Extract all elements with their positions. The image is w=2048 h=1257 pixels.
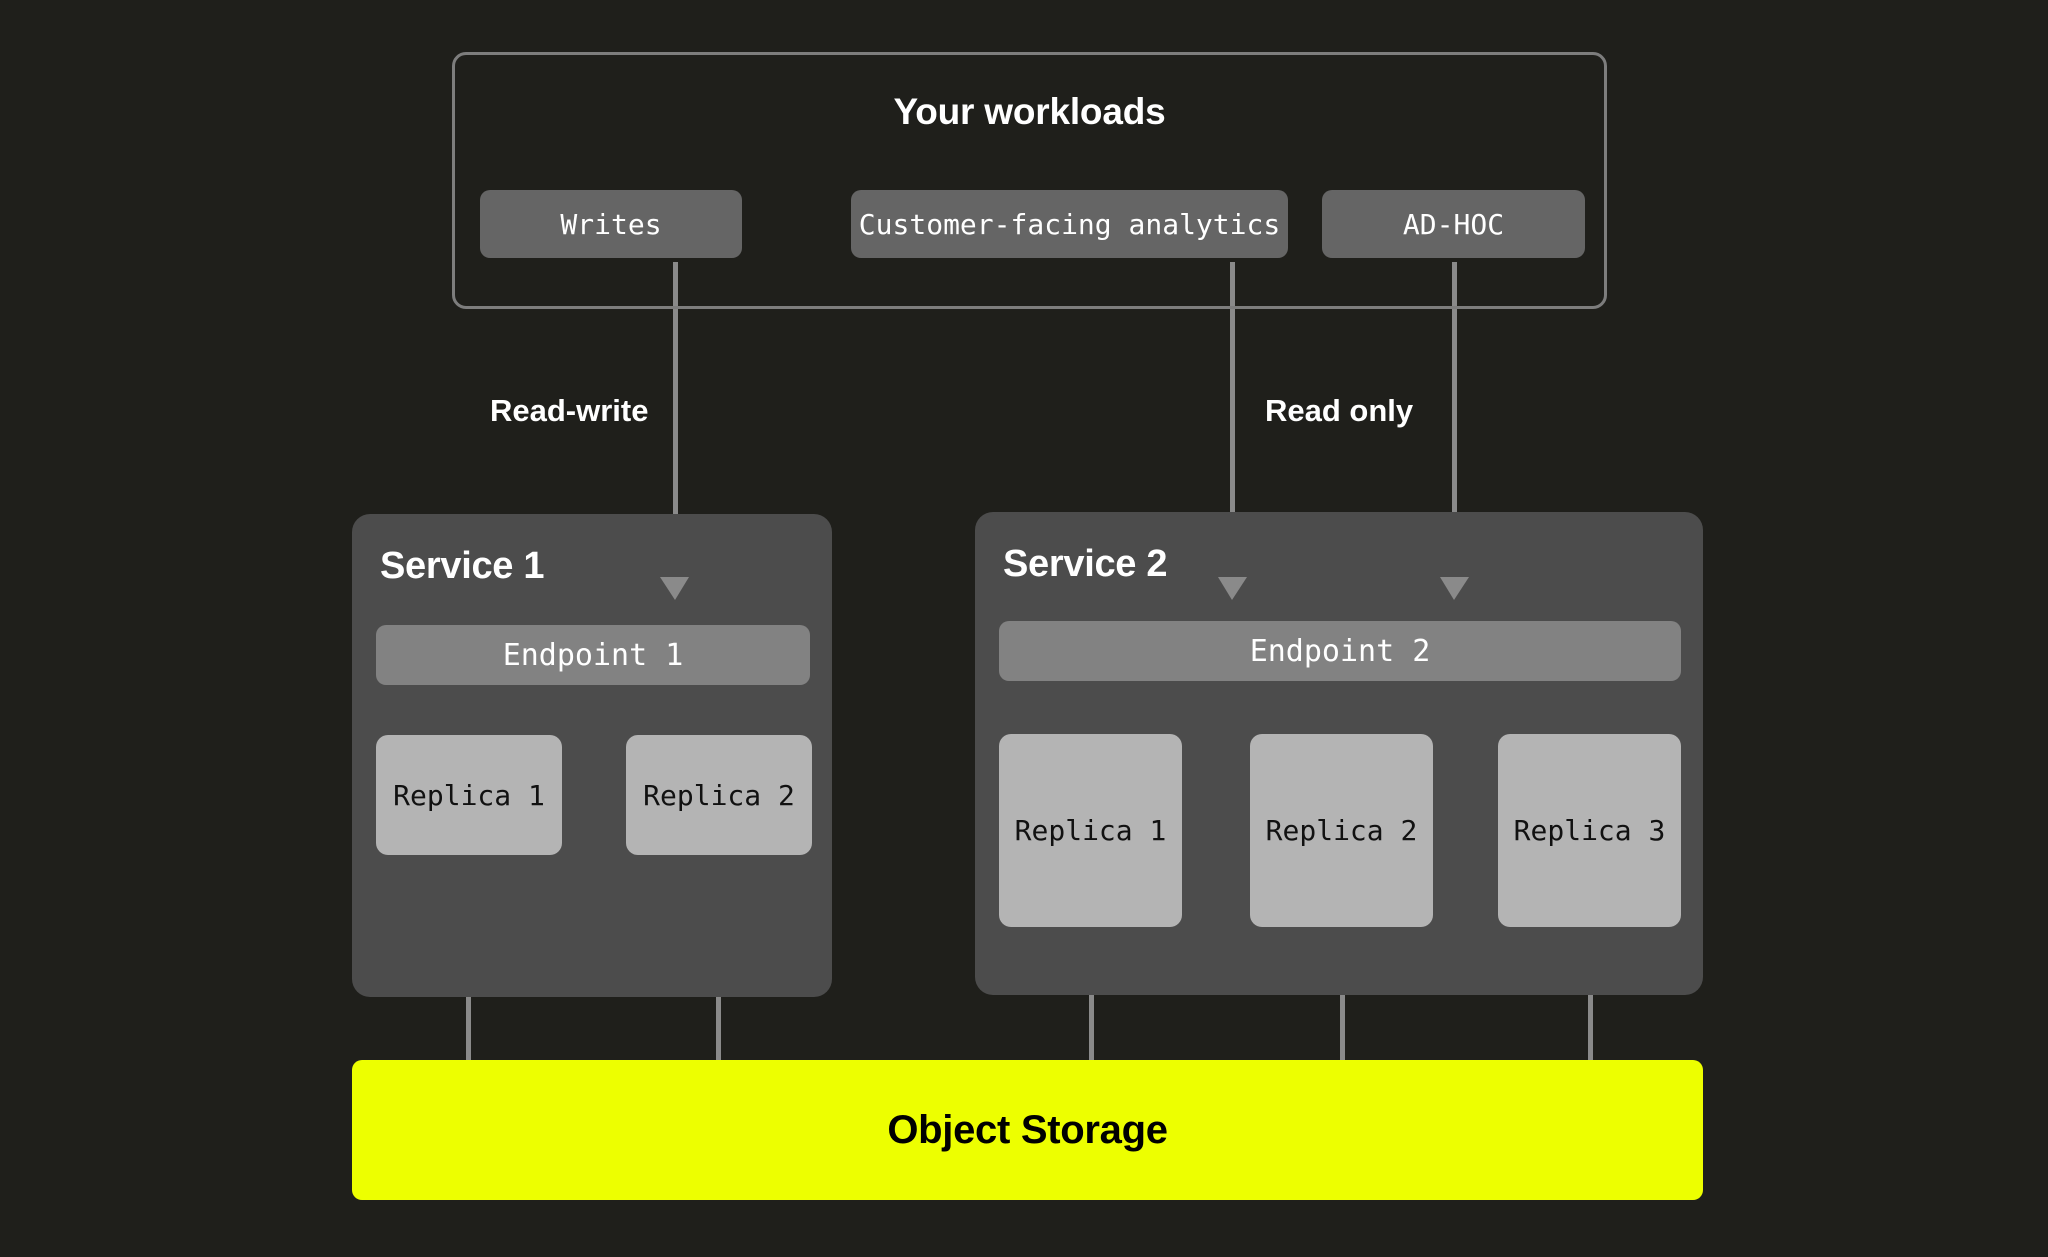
object-storage-bar[interactable]: Object Storage	[352, 1060, 1703, 1200]
endpoint-label: Endpoint 2	[1249, 633, 1431, 669]
workloads-title: Your workloads	[893, 91, 1166, 132]
wire-adhoc-to-endpoint2	[1452, 262, 1457, 592]
replica-label: Replica 2	[643, 778, 795, 812]
arrowhead-to-endpoint2-analytics	[1218, 577, 1247, 600]
service2-replica-3[interactable]: Replica 3	[1498, 734, 1681, 927]
endpoint-label: Endpoint 1	[502, 637, 684, 673]
service-title: Service 1	[380, 545, 545, 587]
replica-label: Replica 3	[1513, 814, 1666, 847]
workload-chip-customer-facing-analytics[interactable]: Customer-facing analytics	[851, 190, 1288, 258]
service2-replica-2[interactable]: Replica 2	[1250, 734, 1433, 927]
workload-chip-label: Customer-facing analytics	[858, 207, 1281, 241]
workload-chip-label: Writes	[560, 207, 662, 241]
service2-replica-1[interactable]: Replica 1	[999, 734, 1182, 927]
replica-label: Replica 1	[1014, 814, 1167, 847]
workload-chip-label: AD-HOC	[1402, 207, 1505, 241]
arrowhead-to-endpoint1	[660, 577, 689, 600]
replica-label: Replica 1	[393, 778, 545, 812]
edge-label-read-write: Read-write	[490, 393, 649, 428]
workload-chip-ad-hoc[interactable]: AD-HOC	[1322, 190, 1585, 258]
workloads-container: Your workloads	[452, 52, 1607, 309]
arrowhead-to-endpoint2-adhoc	[1440, 577, 1469, 600]
service1-replica-2[interactable]: Replica 2	[626, 735, 812, 855]
endpoint-2[interactable]: Endpoint 2	[999, 621, 1681, 681]
edge-label-read-only: Read only	[1265, 393, 1414, 428]
service-panel-1: Service 1 Endpoint 1 Replica 1 Replica 2	[352, 514, 832, 997]
endpoint-1[interactable]: Endpoint 1	[376, 625, 810, 685]
service-panel-2: Service 2 Endpoint 2 Replica 1 Replica 2…	[975, 512, 1703, 995]
wire-writes-to-endpoint1	[673, 262, 678, 592]
service1-replica-1[interactable]: Replica 1	[376, 735, 562, 855]
wire-analytics-to-endpoint2	[1230, 262, 1235, 592]
service-title: Service 2	[1003, 543, 1168, 585]
object-storage-label: Object Storage	[887, 1107, 1168, 1152]
workload-chip-writes[interactable]: Writes	[480, 190, 742, 258]
replica-label: Replica 2	[1265, 814, 1418, 847]
